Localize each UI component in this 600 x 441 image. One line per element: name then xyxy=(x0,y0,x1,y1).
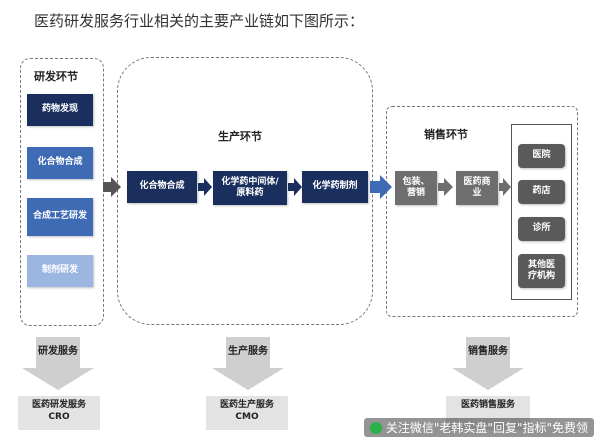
outlet-other-institutions: 其他医疗机构 xyxy=(518,254,565,288)
rd-label: 研发环节 xyxy=(34,70,78,83)
outlet-clinic: 诊所 xyxy=(518,217,565,241)
arrow-service-rd xyxy=(22,337,94,390)
service-box-cro: 医药研发服务 CRO xyxy=(18,396,100,430)
watermark: 关注微信"老韩实盘"回复"指标"免费领 xyxy=(363,418,594,437)
arrow-service-sales xyxy=(452,337,524,390)
rd-step-formulation: 制剂研发 xyxy=(27,255,93,287)
arrow-rd-to-production xyxy=(103,177,121,197)
rd-step-process-research: 合成工艺研发 xyxy=(27,198,93,236)
arrow-service-production xyxy=(212,337,284,390)
prod-step-formulation: 化学药制剂 xyxy=(302,171,368,203)
outlet-hospital: 医院 xyxy=(518,144,565,168)
arrow-production-to-sales xyxy=(370,175,392,199)
rd-step-compound-synthesis: 化合物合成 xyxy=(27,147,93,179)
production-label: 生产环节 xyxy=(218,130,262,143)
wechat-icon xyxy=(369,422,382,434)
watermark-text: 关注微信"老韩实盘"回复"指标"免费领 xyxy=(385,421,588,435)
service-name-sales: 医药销售服务 xyxy=(460,400,515,410)
sales-step-distribution: 医药商业 xyxy=(456,171,498,205)
service-label-sales: 销售服务 xyxy=(468,346,508,357)
service-label-production: 生产服务 xyxy=(228,346,268,357)
sales-step-packaging-marketing: 包装、营销 xyxy=(395,171,437,205)
sales-label: 销售环节 xyxy=(424,128,468,141)
service-box-cmo: 医药生产服务 CMO xyxy=(206,396,288,430)
prod-step-intermediate-api: 化学药中间体/原料药 xyxy=(213,171,287,205)
service-label-rd: 研发服务 xyxy=(38,346,78,357)
rd-step-drug-discovery: 药物发现 xyxy=(27,94,93,126)
prod-step-compound-synthesis: 化合物合成 xyxy=(127,171,197,203)
arrow-sales-1 xyxy=(438,178,453,196)
service-abbr-cro: CRO xyxy=(48,412,70,423)
service-name-cro: 医药研发服务 xyxy=(31,400,86,410)
arrow-sales-to-outlets xyxy=(499,178,511,196)
outlet-pharmacy: 药店 xyxy=(518,180,565,204)
service-name-cmo: 医药生产服务 xyxy=(219,400,274,410)
arrow-prod-1 xyxy=(198,178,212,196)
page-title: 医药研发服务行业相关的主要产业链如下图所示： xyxy=(34,12,365,30)
arrow-prod-2 xyxy=(288,178,302,196)
service-abbr-cmo: CMO xyxy=(235,412,259,423)
